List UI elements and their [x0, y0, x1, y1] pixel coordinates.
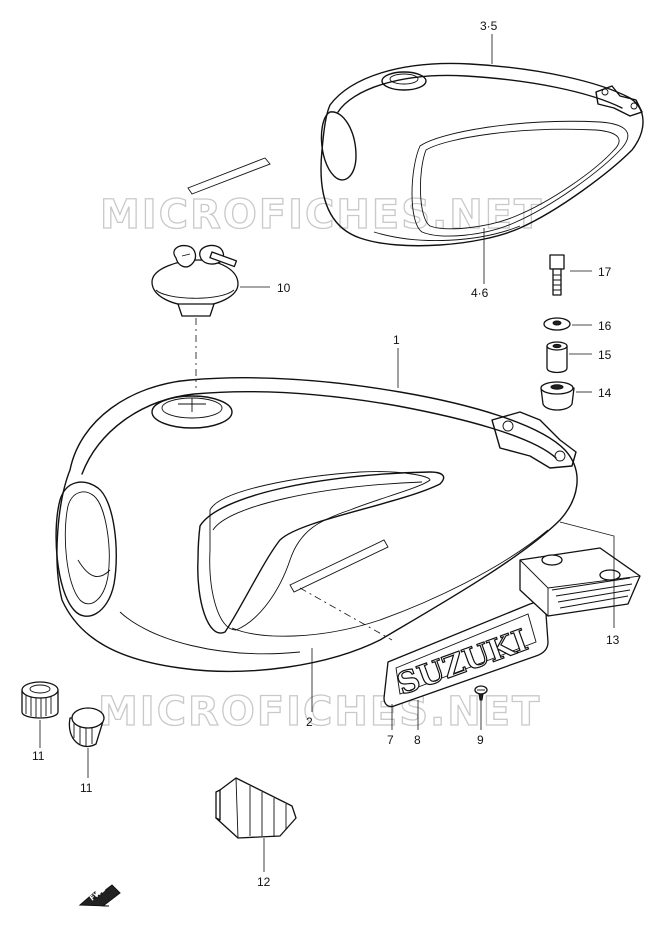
watermark-bottom: MICROFICHES.NET: [98, 689, 541, 735]
upper-fuel-tank: [187, 62, 644, 247]
callout-1: 1: [393, 333, 400, 347]
callout-12: 12: [257, 875, 271, 889]
cushion: [540, 381, 575, 411]
fuel-cap-with-keys: [151, 244, 239, 388]
washer: [543, 317, 571, 331]
callout-17: 17: [598, 265, 612, 279]
watermark-top: MICROFICHES.NET: [100, 192, 543, 238]
emblem-screw: [474, 685, 488, 701]
callout-16: 16: [598, 319, 612, 333]
callout-15: 15: [598, 348, 612, 362]
callout-labels: 3·5 4·6 10 1 17 16 15 14 13 2 7 8 9 11 1…: [32, 19, 620, 889]
bolt: [549, 254, 565, 296]
callout-9: 9: [477, 733, 484, 747]
callout-2: 2: [306, 715, 313, 729]
collar: [546, 341, 568, 374]
callout-13: 13: [606, 633, 620, 647]
callout-8: 8: [414, 733, 421, 747]
callout-11-left: 11: [32, 749, 45, 763]
rear-cushion: [519, 547, 641, 617]
tank-side-cap-1: [21, 681, 59, 719]
main-fuel-tank: [55, 376, 578, 673]
callout-14: 14: [598, 386, 612, 400]
callout-7: 7: [387, 733, 394, 747]
callout-10: 10: [277, 281, 291, 295]
forward-direction-marker: FWD: [78, 884, 121, 907]
front-cushion: [215, 777, 297, 839]
callout-4-6: 4·6: [471, 286, 489, 300]
callout-3-5: 3·5: [480, 19, 498, 33]
tank-side-cap-2: [68, 707, 105, 748]
leader-lines: [39, 34, 615, 872]
callout-11-right: 11: [80, 781, 93, 795]
